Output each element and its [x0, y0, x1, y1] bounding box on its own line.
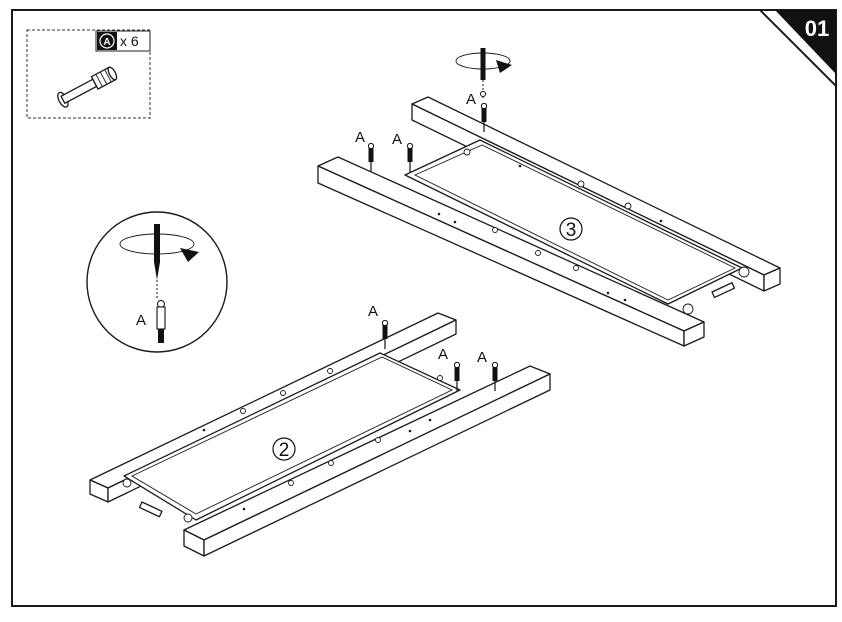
step-badge: 01: [757, 9, 837, 89]
detail-label: A: [136, 312, 146, 329]
detail-callout: A: [86, 211, 228, 353]
panel-number-2: 2: [279, 440, 290, 461]
screw-label-2: A: [392, 131, 402, 148]
screw-label-3: A: [466, 91, 476, 108]
rotate-arrow-icon: [180, 248, 199, 262]
cam-screw-detail-icon: [156, 300, 166, 343]
screw-label-5: A: [438, 346, 448, 363]
parts-legend: A x 6: [26, 29, 151, 119]
part-letter-circle-icon: [99, 33, 115, 49]
panel-number-circle-2: [272, 437, 296, 461]
frame-assembly-3: A A A 3: [317, 48, 781, 347]
frame-assembly-2: A A A 2: [89, 303, 551, 557]
step-number: 01: [805, 16, 829, 41]
panel-number-3: 3: [566, 220, 577, 241]
screw-label-6: A: [477, 349, 487, 366]
screw-label-4: A: [368, 303, 378, 320]
page-frame: [11, 9, 837, 607]
part-quantity: x 6: [120, 33, 139, 49]
part-letter: A: [103, 37, 110, 48]
screw-label-1: A: [355, 129, 365, 146]
cam-bolt-icon: [57, 66, 118, 108]
panel-number-circle-3: [559, 217, 583, 241]
